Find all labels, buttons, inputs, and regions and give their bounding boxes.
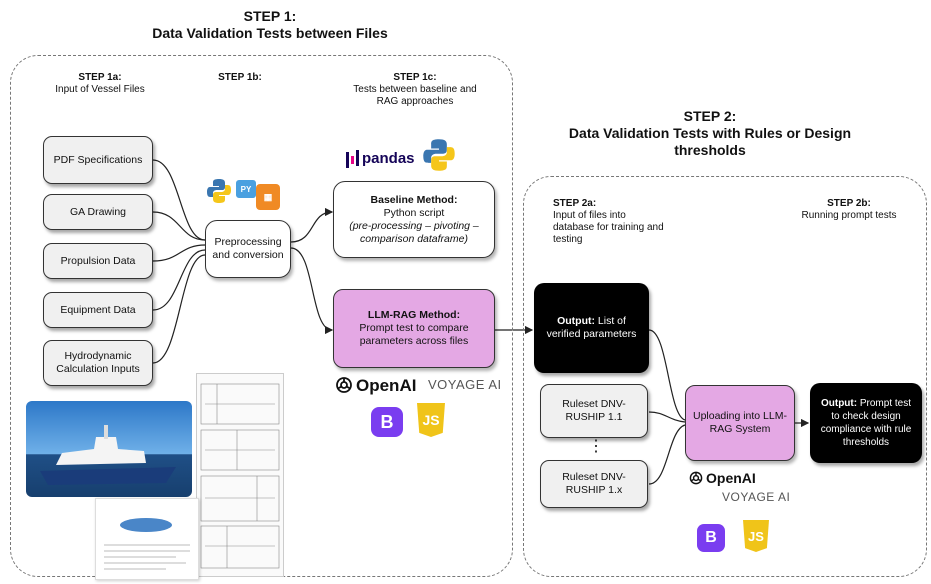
bootstrap-logo-icon-2: B [697, 524, 725, 552]
connector-ga [152, 211, 206, 241]
baseline-method-text: Python script [383, 206, 445, 219]
pandas-bars-icon [346, 150, 359, 170]
step1-title-line1: STEP 1: [243, 8, 297, 24]
connector-output-to-upload [648, 329, 686, 421]
javascript-logo-icon: JS [417, 403, 445, 437]
connector-pdf [152, 159, 206, 241]
step2a-subtitle: Input of files into database for trainin… [553, 210, 664, 245]
step1c-title: STEP 1c: [393, 72, 437, 83]
step2a-title: STEP 2a: [553, 198, 597, 209]
input-pdf-specifications: PDF Specifications [43, 136, 153, 184]
preprocessing-box: Preprocessing and conversion [205, 220, 291, 278]
pyexcel-icon: PY [236, 180, 256, 198]
baseline-method-title: Baseline Method: [370, 193, 458, 206]
step2a-header: STEP 2a: Input of files into database fo… [553, 198, 665, 246]
pandas-logo: pandas [362, 150, 415, 167]
ruleset-dnv-ruship-1-x: Ruleset DNV-RUSHIP 1.x [540, 460, 648, 508]
openai-logo: OpenAI [356, 376, 417, 395]
connector-hydro [152, 254, 206, 364]
pdf-document-image [95, 498, 199, 580]
upload-llm-rag-box: Uploading into LLM-RAG System [685, 385, 795, 461]
connector-equipment [152, 249, 206, 311]
connector-to-llm [290, 247, 334, 335]
step2b-subtitle: Running prompt tests [801, 210, 897, 221]
step2-title-line1: STEP 2: [683, 108, 737, 124]
step1-title-line2: Data Validation Tests between Files [152, 25, 388, 41]
output2-label: Output: [820, 398, 858, 409]
ga-drawing-image [196, 373, 284, 577]
input-propulsion-data: Propulsion Data [43, 243, 153, 279]
input-equipment-data: Equipment Data [43, 292, 153, 328]
bootstrap-logo-icon: B [371, 407, 403, 437]
python-logo-icon [207, 179, 231, 203]
openai-logo-icon [336, 377, 352, 393]
connector-propulsion [152, 244, 206, 262]
openai-logo-2: OpenAI [706, 470, 756, 486]
baseline-method-box: Baseline Method: Python script (pre-proc… [333, 181, 495, 258]
llm-rag-method-title: LLM-RAG Method: [367, 309, 461, 321]
step1b-title: STEP 1b: [218, 72, 262, 83]
baseline-method-steps: (pre-processing – pivoting – comparison … [349, 219, 479, 245]
step1c-header: STEP 1c: Tests between baseline and RAG … [345, 72, 485, 108]
voyage-ai-logo-2: VOYAGE AI [722, 490, 791, 504]
step1-title: STEP 1: Data Validation Tests between Fi… [100, 8, 440, 42]
llm-rag-method-box: LLM-RAG Method: Prompt test to compare p… [333, 289, 495, 368]
output2-text: Prompt test to check design compliance w… [820, 398, 912, 448]
ruleset-dnv-ruship-1-1: Ruleset DNV-RUSHIP 1.1 [540, 384, 648, 438]
input-hydrodynamic-calculation: Hydrodynamic Calculation Inputs [43, 340, 153, 386]
step1a-subtitle: Input of Vessel Files [55, 84, 145, 95]
python-logo-icon-2 [423, 139, 455, 171]
connector-to-baseline [290, 207, 334, 243]
connector-ruleset1-to-upload [648, 411, 686, 423]
step2-title-line2: Data Validation Tests with Rules or Desi… [568, 125, 852, 158]
output-verified-parameters: Output: List of verified parameters [534, 283, 649, 373]
vessel-photo [26, 401, 192, 497]
step1c-subtitle: Tests between baseline and RAG approache… [353, 84, 477, 107]
step2-container [523, 176, 927, 577]
connector-ruleset2-to-upload [648, 424, 686, 485]
voyage-ai-logo: VOYAGE AI [428, 377, 502, 392]
input-ga-drawing: GA Drawing [43, 194, 153, 230]
step2b-title: STEP 2b: [827, 198, 871, 209]
output1-text: List of verified parameters [546, 315, 637, 340]
ruleset-ellipsis: ⋮ [588, 438, 604, 455]
openai-logo-icon-2 [689, 471, 703, 485]
spreadsheet-tool-icon: ▦ [256, 184, 280, 210]
output-compliance-check: Output: Prompt test to check design comp… [810, 383, 922, 463]
output1-label: Output: [557, 315, 595, 327]
step1a-title: STEP 1a: [78, 72, 122, 83]
step1a-header: STEP 1a: Input of Vessel Files [40, 72, 160, 96]
javascript-logo-icon-2: JS [743, 520, 769, 552]
step2b-header: STEP 2b: Running prompt tests [790, 198, 908, 222]
step2-title: STEP 2: Data Validation Tests with Rules… [560, 108, 860, 159]
llm-rag-method-text: Prompt test to compare parameters across… [359, 322, 469, 347]
step1b-header: STEP 1b: [195, 72, 285, 84]
